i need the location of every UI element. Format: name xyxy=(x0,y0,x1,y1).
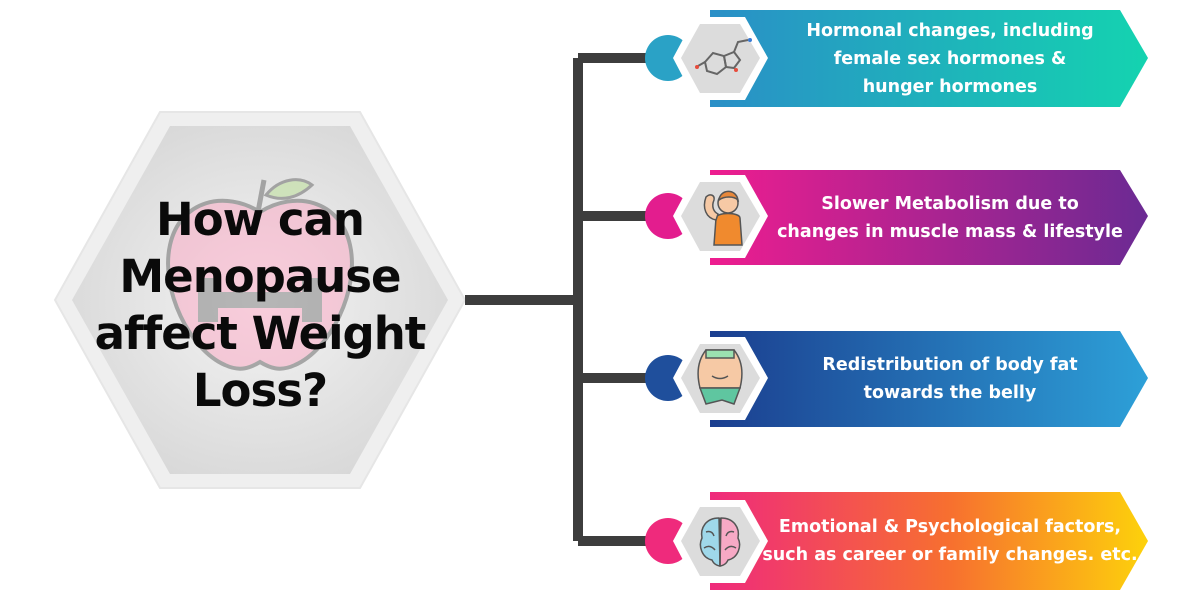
item-text-4: Emotional & Psychological factors, such … xyxy=(762,517,1138,565)
item-banner-2 xyxy=(645,170,1148,265)
item-text-3: Redistribution of body fat towards the b… xyxy=(822,355,1078,403)
item-text-1: Hormonal changes, including female sex h… xyxy=(806,20,1094,97)
belly-fat-icon xyxy=(697,349,743,405)
brain-icon xyxy=(699,517,741,567)
item-banner-3 xyxy=(645,331,1148,427)
molecule-icon xyxy=(695,38,752,76)
flexing-woman-icon xyxy=(703,190,743,246)
item-text-2: Slower Metabolism due to changes in musc… xyxy=(777,193,1123,242)
apple-dumbbell-logo xyxy=(166,178,354,371)
main-title: How can Menopause affect Weight Loss? xyxy=(94,193,427,417)
center-hexagon xyxy=(53,111,467,489)
connector-tree xyxy=(465,53,668,546)
item-banner-1 xyxy=(645,10,1148,107)
item-banner-4 xyxy=(645,492,1148,590)
